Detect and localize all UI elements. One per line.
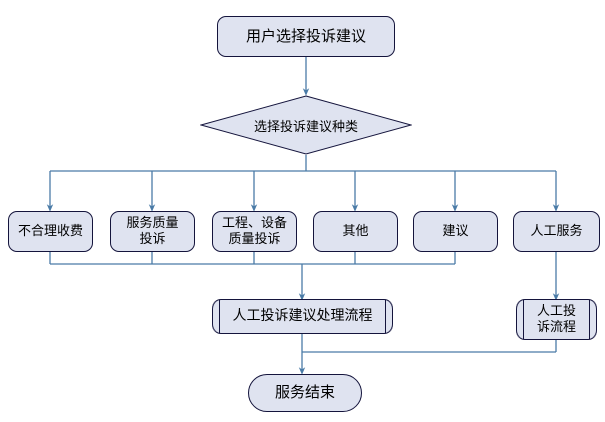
node-end[interactable]: 服务结束 — [248, 374, 362, 412]
node-manual-complaint-label: 人工投 诉流程 — [536, 304, 576, 335]
predef-bar-left — [523, 300, 524, 339]
predef-bar-right — [385, 300, 386, 333]
node-option-4-label: 其他 — [342, 223, 369, 239]
node-option-unreasonable-fee[interactable]: 不合理收费 — [8, 211, 93, 252]
node-option-5-label: 建议 — [442, 223, 469, 239]
node-end-label: 服务结束 — [274, 383, 335, 402]
node-option-other[interactable]: 其他 — [313, 211, 398, 252]
node-manual-process-label: 人工投诉建议处理流程 — [232, 308, 373, 325]
node-option-manual-service[interactable]: 人工服务 — [513, 211, 600, 252]
node-option-6-label: 人工服务 — [530, 223, 583, 239]
predef-bar-right — [589, 300, 590, 339]
node-start[interactable]: 用户选择投诉建议 — [217, 16, 395, 57]
node-option-3-label: 工程、设备 质量投诉 — [221, 216, 287, 247]
diamond-shape — [200, 95, 412, 155]
node-option-service-quality[interactable]: 服务质量 投诉 — [110, 211, 195, 252]
node-manual-complaint[interactable]: 人工投 诉流程 — [516, 299, 597, 340]
node-start-label: 用户选择投诉建议 — [245, 26, 366, 45]
node-option-engineering-equipment[interactable]: 工程、设备 质量投诉 — [212, 211, 297, 252]
node-decision[interactable]: 选择投诉建议种类 — [200, 95, 412, 155]
node-manual-process[interactable]: 人工投诉建议处理流程 — [212, 299, 393, 334]
node-option-1-label: 不合理收费 — [17, 223, 83, 239]
node-decision-label: 选择投诉建议种类 — [253, 119, 358, 135]
node-option-2-label: 服务质量 投诉 — [126, 216, 179, 247]
node-option-suggestion[interactable]: 建议 — [413, 211, 498, 252]
predef-bar-left — [219, 300, 220, 333]
